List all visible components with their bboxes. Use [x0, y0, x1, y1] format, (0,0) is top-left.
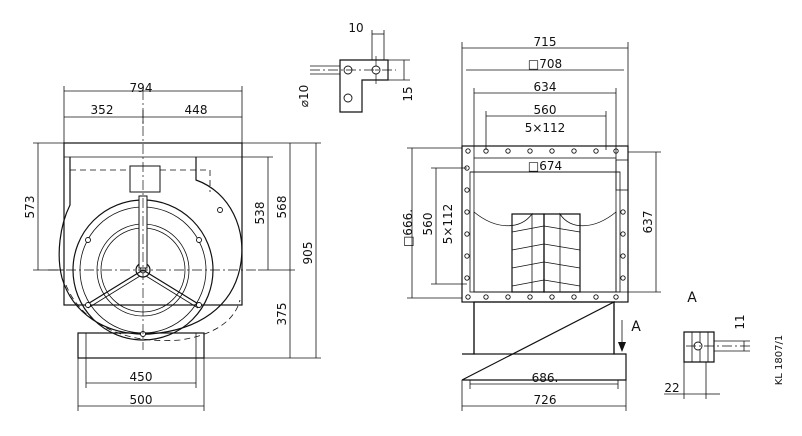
dim-height-left: 573 — [23, 196, 37, 219]
dim-left: 352 — [91, 103, 114, 117]
flange-holes — [464, 148, 626, 300]
dim-hole: ⌀10 — [297, 85, 311, 108]
bracket-detail: 10 ⌀10 15 — [297, 21, 415, 113]
dim-total-width: 794 — [130, 81, 153, 95]
drawing-reference: KL 1807/1 — [774, 335, 785, 386]
dim-base-outer: 726 — [534, 393, 557, 407]
impeller-blades — [473, 211, 617, 293]
side-view: A 715 □708 634 560 5×112 □674 — [401, 35, 661, 411]
scroll-housing — [58, 157, 243, 335]
view-arrow-label: A — [631, 319, 641, 335]
dim-height: 637 — [641, 211, 655, 234]
dim-base-inner: 450 — [130, 370, 153, 384]
dim-height-square: □666. — [401, 209, 415, 247]
dim-flange-square: □708 — [528, 57, 562, 71]
dim-outlet: 568 — [275, 196, 289, 219]
side-base — [473, 301, 615, 355]
base-plate — [77, 332, 205, 359]
flange-inner — [473, 157, 617, 293]
dim-offset: 15 — [401, 86, 415, 101]
dim-pitch: 5×112 — [525, 121, 566, 135]
dim-base-inner: 686. — [532, 371, 559, 385]
side-dimensions: 715 □708 634 560 5×112 □674 □666. — [401, 35, 661, 411]
dim-pitch-span: 560 — [534, 103, 557, 117]
dim-inner-square: □674 — [528, 159, 562, 173]
dim-length: 22 — [664, 381, 679, 395]
dim-slot: 11 — [733, 314, 747, 329]
dim-vertical-pitch: 5×112 — [441, 204, 455, 245]
outlet-frame — [63, 142, 243, 306]
front-view: 794 352 448 573 538 568 905 — [23, 81, 321, 411]
dim-slot-width: 10 — [348, 21, 363, 35]
dim-base-outer: 500 — [130, 393, 153, 407]
dim-right: 448 — [185, 103, 208, 117]
dim-flange-outer: 715 — [534, 35, 557, 49]
motor-box — [129, 165, 161, 193]
front-dimensions: 794 352 448 573 538 568 905 — [23, 81, 321, 411]
dim-vertical-span: 560 — [421, 213, 435, 236]
detail-a-shape — [683, 331, 715, 363]
dim-lower: 375 — [275, 303, 289, 326]
detail-a: A 11 22 — [664, 290, 752, 399]
detail-a-title: A — [687, 290, 697, 306]
dim-inner: 538 — [253, 202, 267, 225]
dim-hole-span: 634 — [534, 80, 557, 94]
dim-total-height: 905 — [301, 242, 315, 265]
motor-arm — [138, 195, 148, 269]
